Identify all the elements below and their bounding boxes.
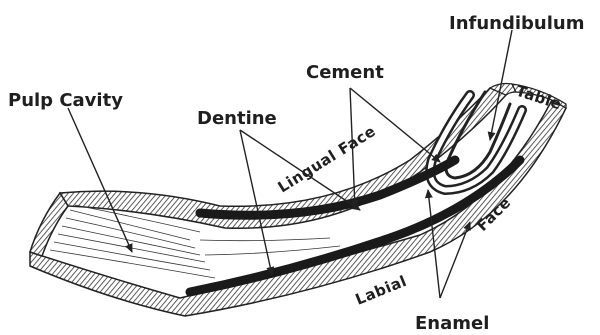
tooth-body: [30, 84, 566, 317]
label-labial: Labial: [353, 272, 410, 309]
label-dentine: Dentine: [197, 108, 277, 129]
label-cement: Cement: [306, 62, 384, 83]
label-infundibulum: Infundibulum: [449, 13, 584, 34]
label-enamel: Enamel: [415, 313, 489, 334]
root-end: [30, 193, 68, 256]
label-pulp-cavity: Pulp Cavity: [8, 90, 123, 111]
